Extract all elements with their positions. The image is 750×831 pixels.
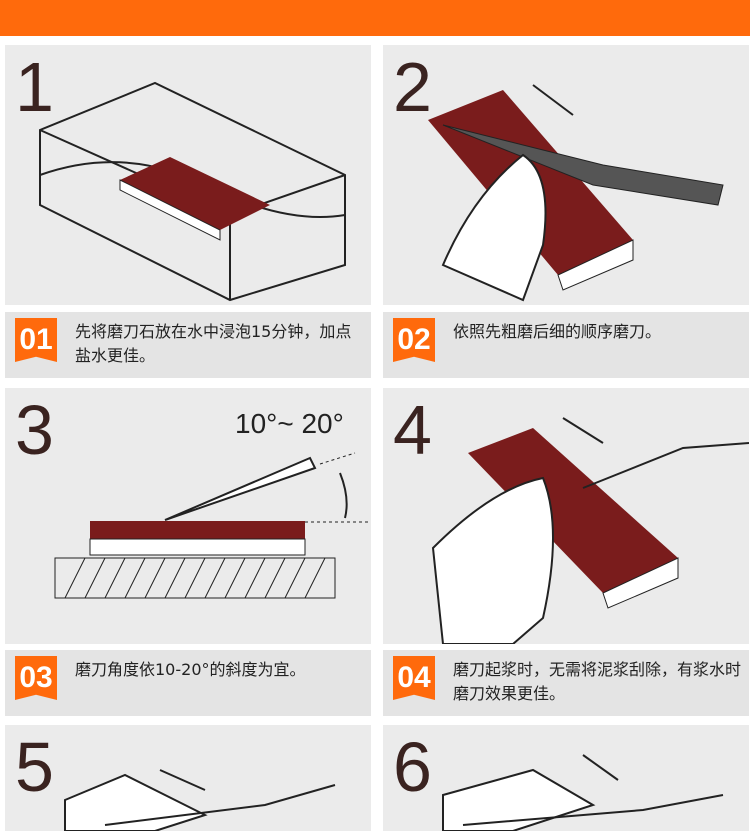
- water-tank-drawing: [39, 81, 346, 302]
- step-text: 磨刀起浆时，无需将泥浆刮除，有浆水时磨刀效果更佳。: [453, 660, 742, 703]
- step-number: 2: [393, 48, 432, 126]
- step-number: 4: [393, 391, 432, 469]
- step-text: 依照先粗磨后细的顺序磨刀。: [453, 322, 662, 341]
- step-1-illustration: 1: [5, 45, 371, 305]
- step-number: 5: [15, 728, 54, 806]
- step-5-illustration: 5: [5, 725, 371, 831]
- angle-diagram: [54, 452, 370, 599]
- step-badge: 03: [15, 656, 57, 700]
- angle-label: 10°~ 20°: [235, 408, 344, 439]
- hand-sharpening-drawing: [428, 84, 724, 302]
- hand-sharpening-drawing: [64, 769, 336, 831]
- step-3-illustration: 3 10°~ 20°: [5, 388, 371, 644]
- step-text: 磨刀角度依10-20°的斜度为宜。: [75, 660, 306, 679]
- top-banner: [0, 0, 750, 36]
- step-badge: 02: [393, 318, 435, 362]
- step-2-illustration: 2: [383, 45, 749, 305]
- step-3-caption: 03 磨刀角度依10-20°的斜度为宜。: [5, 650, 371, 716]
- step-2-caption: 02 依照先粗磨后细的顺序磨刀。: [383, 312, 749, 378]
- step-number: 3: [15, 391, 54, 469]
- hand-sharpening-drawing: [442, 754, 724, 831]
- step-number: 6: [393, 728, 432, 806]
- step-badge: 04: [393, 656, 435, 700]
- step-badge: 01: [15, 318, 57, 362]
- step-1-caption: 01 先将磨刀石放在水中浸泡15分钟，加点盐水更佳。: [5, 312, 371, 378]
- hand-sharpening-drawing: [431, 417, 749, 644]
- step-4-illustration: 4: [383, 388, 749, 644]
- step-6-illustration: 6: [383, 725, 749, 831]
- step-text: 先将磨刀石放在水中浸泡15分钟，加点盐水更佳。: [75, 322, 352, 365]
- step-number: 1: [15, 48, 54, 126]
- step-4-caption: 04 磨刀起浆时，无需将泥浆刮除，有浆水时磨刀效果更佳。: [383, 650, 749, 716]
